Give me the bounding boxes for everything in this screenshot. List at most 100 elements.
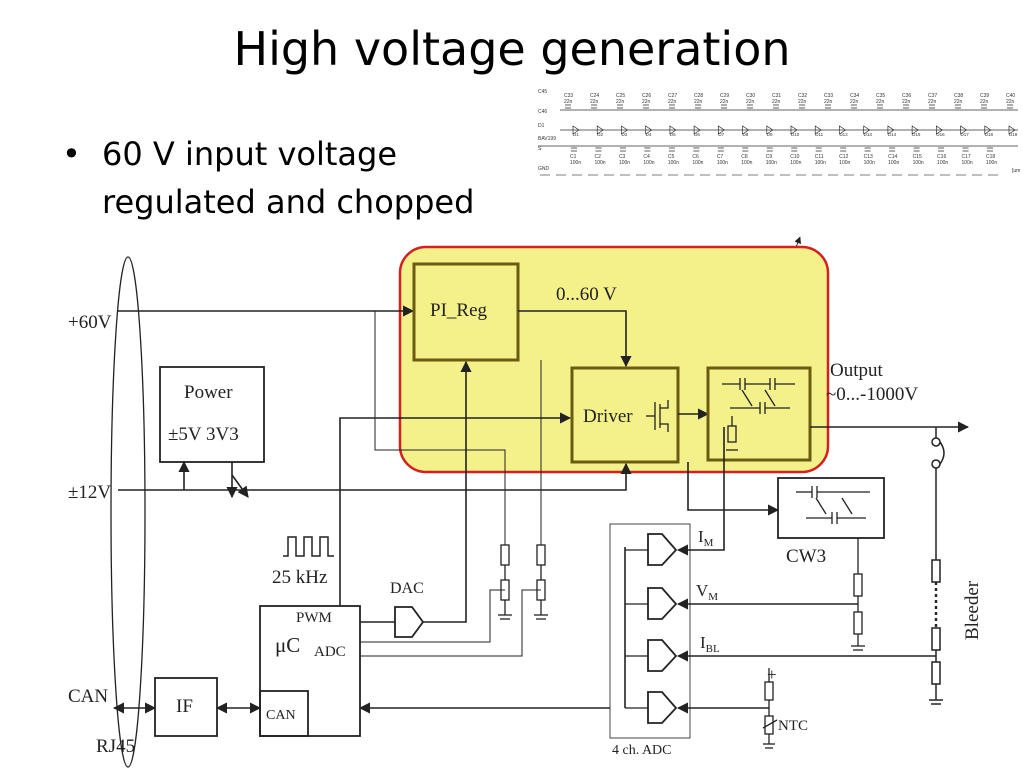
- pwm-to-driver: [339, 412, 572, 606]
- inset-diode: [814, 125, 822, 135]
- inset-top-cap-value: 22n: [772, 99, 781, 105]
- inset-diode-label: D11: [815, 132, 823, 137]
- inset-diode: [645, 125, 653, 135]
- inset-diode-label: D16: [936, 132, 945, 137]
- output-to-cw3: [687, 462, 780, 516]
- cable-bundle-ellipse: [110, 256, 146, 768]
- inset-diode-label: D4: [646, 132, 652, 137]
- highlight-region: [398, 245, 830, 474]
- adc-bus-taps: [625, 549, 648, 709]
- inset-top-cap-label: C29: [720, 93, 729, 99]
- output-stage-block: [706, 366, 812, 462]
- inset-diode-label: D7: [718, 132, 724, 137]
- power-label: Power: [184, 382, 233, 403]
- inset-bottom-cap-label: C13: [864, 154, 873, 160]
- cw3-divider: [851, 538, 865, 651]
- inset-bottom-cap-value: 100n: [864, 160, 875, 166]
- inset-top-cap-label: C33: [824, 93, 833, 99]
- bleeder-label: Bleeder: [962, 580, 983, 640]
- input-60v-label: +60V: [68, 312, 112, 333]
- inset-label-right: [um: [1012, 168, 1020, 174]
- inset-top-cap-value: 22n: [824, 99, 833, 105]
- inset-diode: [887, 125, 895, 135]
- can-label: CAN: [68, 686, 108, 707]
- ntc-label: NTC: [778, 718, 808, 734]
- inset-diode-label: D19: [1009, 132, 1018, 137]
- inset-bottom-cap-label: C5: [668, 154, 675, 160]
- inset-bottom-cap-value: 100n: [839, 160, 850, 166]
- inset-diode: [621, 125, 629, 135]
- inset-bottom-cap-label: C14: [888, 154, 897, 160]
- uc-name-label: μC: [275, 633, 300, 657]
- inset-bottom-cap-value: 100n: [717, 160, 728, 166]
- inset-top-cap-value: 22n: [902, 99, 911, 105]
- cw3-block: [777, 477, 885, 539]
- inset-top-cap-value: 22n: [798, 99, 807, 105]
- inset-top-cap-label: C32: [798, 93, 807, 99]
- inset-diode: [960, 125, 968, 135]
- divider-resistors: [498, 544, 548, 620]
- inset-top-cap-label: C31: [772, 93, 781, 99]
- inset-label-bav: BAV199: [538, 136, 556, 142]
- bullet-text: 60 V input voltage regulated and chopped: [102, 135, 475, 221]
- inset-diode: [863, 125, 871, 135]
- inset-diode-label: D1: [573, 132, 579, 137]
- inset-top-cap-label: C36: [902, 93, 911, 99]
- v60-branch: [374, 311, 506, 545]
- inset-bottom-cap-label: C4: [643, 154, 650, 160]
- inset-diode-label: D15: [912, 132, 921, 137]
- dac-symbol: [394, 606, 425, 638]
- vm-main: V: [696, 581, 709, 600]
- inset-diode: [935, 125, 943, 135]
- ibl-main: I: [700, 633, 706, 652]
- inset-label-d1: D1: [538, 123, 545, 129]
- inset-top-cap-label: C30: [746, 93, 755, 99]
- inset-label-c46: C46: [538, 109, 547, 115]
- inset-diode-label: D8: [743, 132, 749, 137]
- inset-diode: [984, 125, 992, 135]
- inset-bottom-cap-value: 100n: [913, 160, 924, 166]
- inset-diode-label: D5: [670, 132, 676, 137]
- inset-bottom-cap-label: C8: [741, 154, 748, 160]
- inset-diode: [911, 125, 919, 135]
- multiplier-symbol: [722, 378, 795, 451]
- uc-adc-label: ADC: [314, 644, 346, 660]
- inset-diode: [766, 125, 774, 135]
- inset-top-cap-value: 22n: [954, 99, 963, 105]
- inset-top-cap-value: 22n: [590, 99, 599, 105]
- inset-top-cap-value: 22n: [850, 99, 859, 105]
- range-label: 0...60 V: [556, 284, 617, 305]
- adc-channels: [647, 533, 678, 724]
- inset-top-cap-label: C26: [642, 93, 651, 99]
- pi-reg-label: PI_Reg: [430, 300, 488, 321]
- feedback-wire-1: [360, 589, 505, 643]
- v12-line: [118, 462, 632, 491]
- inset-top-cap-label: C35: [876, 93, 885, 99]
- inset-top-cap-value: 22n: [746, 99, 755, 105]
- driver-block: [570, 366, 680, 464]
- inset-label-gnd: GND: [538, 166, 550, 172]
- adc-block: [609, 523, 691, 739]
- ntc-plus-label: +: [767, 665, 777, 684]
- inset-top-cap-value: 22n: [876, 99, 885, 105]
- inset-diode-label: D10: [791, 132, 800, 137]
- inset-diode-label: D2: [597, 132, 603, 137]
- inset-top-cap-value: 22n: [616, 99, 625, 105]
- inset-top-cap-value: 22n: [642, 99, 651, 105]
- inset-bottom-cap-value: 100n: [570, 160, 581, 166]
- im-line: [676, 427, 725, 556]
- inset-top-cap-label: C34: [850, 93, 859, 99]
- microcontroller-block: [259, 605, 361, 737]
- interface-label: IF: [176, 696, 193, 717]
- inset-bottom-cap-value: 100n: [692, 160, 703, 166]
- inset-top-cap-value: 22n: [694, 99, 703, 105]
- cw3-label: CW3: [786, 546, 826, 567]
- inset-top-cap-label: C38: [954, 93, 963, 99]
- inset-diode: [717, 125, 725, 135]
- inset-top-cap-value: 22n: [720, 99, 729, 105]
- mosfet-symbol: [646, 400, 669, 432]
- inset-bottom-cap-value: 100n: [888, 160, 899, 166]
- inset-bottom-cap-value: 100n: [619, 160, 630, 166]
- vm-sub: M: [708, 591, 718, 603]
- inset-bottom-cap-label: C16: [937, 154, 946, 160]
